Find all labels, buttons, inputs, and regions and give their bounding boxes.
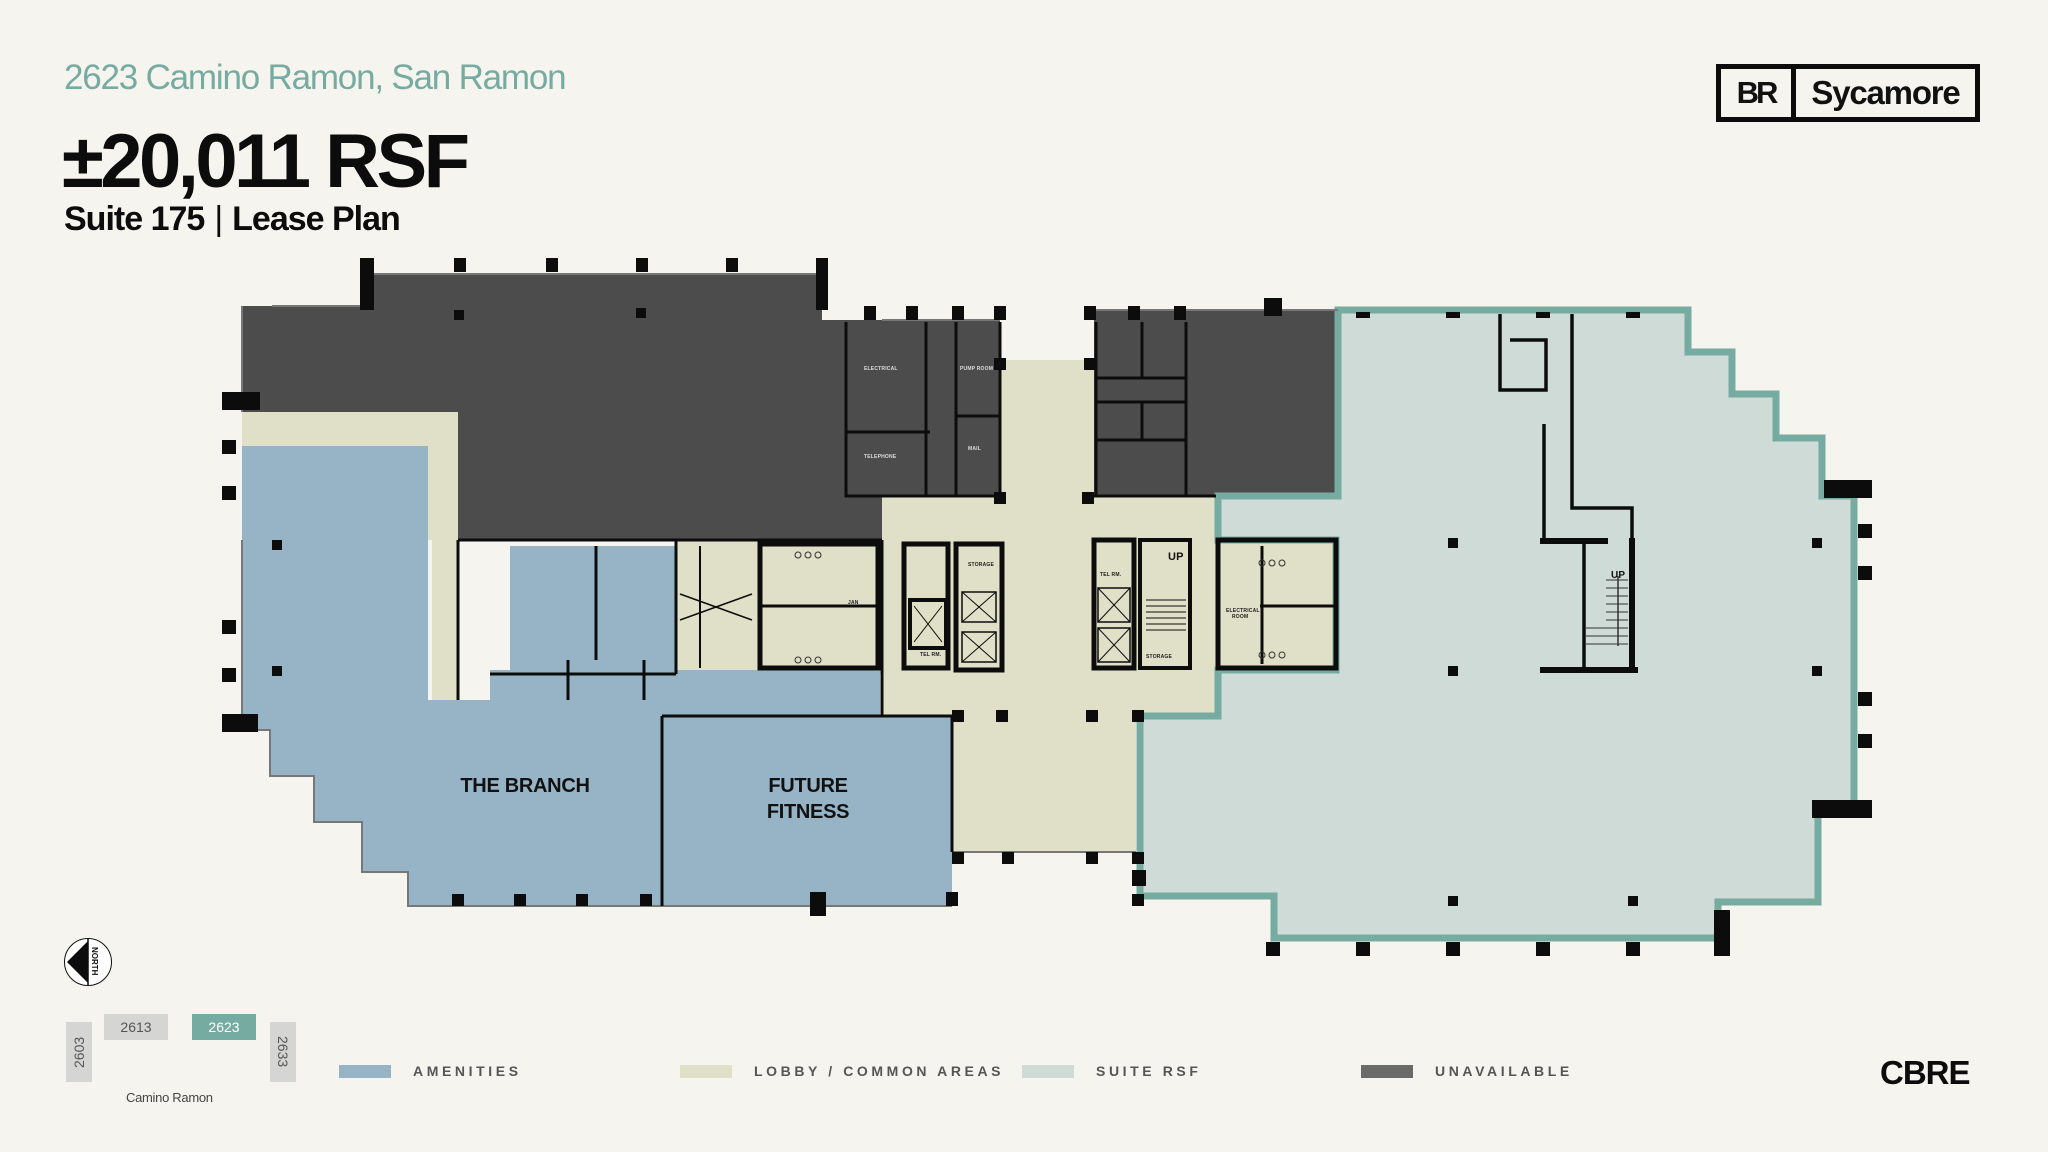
- north-arrow-icon: [67, 939, 89, 985]
- label-mail: MAIL: [968, 446, 982, 452]
- label-storage-west: STORAGE: [968, 562, 995, 568]
- east-core: [1091, 537, 1339, 671]
- lobby-north-entry: [1000, 360, 1094, 500]
- label-stair-up-suite: UP: [1611, 570, 1626, 581]
- label-electrical: ELECTRICAL: [864, 366, 898, 372]
- subtitle-separator: |: [214, 200, 223, 238]
- suite-internal-walls: [1498, 314, 1638, 673]
- label-stair-up-core: UP: [1168, 551, 1184, 563]
- legend-lobby-common: LOBBY / COMMON AREAS: [680, 1063, 1004, 1079]
- plan-type: Lease Plan: [232, 200, 401, 238]
- plan-subtitle: Suite 175|Lease Plan: [64, 200, 401, 239]
- east-stair-treads: [1586, 576, 1628, 646]
- legend-swatch-unavailable: [1361, 1064, 1413, 1078]
- key-building-2623: 2623: [192, 1014, 256, 1040]
- legend-label-unavailable: UNAVAILABLE: [1435, 1063, 1573, 1079]
- unavailable-area-west: [242, 274, 882, 540]
- north-label: NORTH: [90, 947, 99, 976]
- sycamore-logo: BR Sycamore: [1716, 64, 1980, 122]
- legend-swatch-amenities: [339, 1064, 391, 1078]
- amenities-central: [510, 546, 676, 676]
- amenities-the-branch: [242, 446, 676, 906]
- room-label-the-branch: THE BRANCH: [460, 775, 590, 797]
- legend-label-amenities: AMENITIES: [413, 1063, 522, 1079]
- legend-label-suite: SUITE RSF: [1096, 1063, 1202, 1079]
- cbre-logo: CBRE: [1880, 1054, 1971, 1091]
- sycamore-wordmark: Sycamore: [1811, 74, 1960, 111]
- key-building-2613: 2613: [104, 1014, 168, 1040]
- label-telephone: TELEPHONE: [864, 454, 897, 460]
- amenities-connector: [490, 670, 880, 718]
- restroom-fixtures: [794, 551, 1286, 664]
- rentable-square-feet: ±20,011 RSF: [62, 119, 470, 204]
- structural-columns: [222, 258, 1872, 956]
- key-building-2603: 2603: [66, 1022, 92, 1082]
- legend-suite-rsf: SUITE RSF: [1022, 1063, 1202, 1079]
- legend-unavailable: UNAVAILABLE: [1361, 1063, 1573, 1079]
- br-mark: BR: [1721, 69, 1796, 117]
- amenities-future-fitness: [662, 716, 952, 906]
- room-label-future-fitness: FUTURE FITNESS: [738, 773, 878, 825]
- lobby-common-area: [882, 362, 1216, 852]
- north-arrow: NORTH: [64, 938, 112, 986]
- future-fitness-line1: FUTURE: [768, 775, 848, 797]
- street-name: Camino Ramon: [126, 1090, 213, 1105]
- property-address: 2623 Camino Ramon, San Ramon: [64, 58, 567, 97]
- legend-swatch-suite: [1022, 1064, 1074, 1078]
- key-building-2633: 2633: [270, 1022, 296, 1082]
- label-tel-rm-east: TEL RM.: [1100, 572, 1122, 578]
- suite-number: Suite 175: [64, 200, 205, 238]
- label-jan: JAN: [848, 600, 859, 606]
- unavailable-service-rooms: [843, 320, 1000, 496]
- label-storage-east: STORAGE: [1146, 654, 1173, 660]
- label-electrical-room-2: ROOM: [1232, 614, 1249, 620]
- west-core: [679, 541, 1005, 673]
- unavailable-area-east: [1094, 310, 1338, 496]
- label-electrical-room-1: ELECTRICAL: [1226, 608, 1260, 614]
- legend-swatch-lobby: [680, 1064, 732, 1078]
- legend-amenities: AMENITIES: [339, 1063, 522, 1079]
- future-fitness-line2: FITNESS: [766, 801, 850, 823]
- legend-label-lobby: LOBBY / COMMON AREAS: [754, 1063, 1005, 1079]
- label-pump-room: PUMP ROOM: [960, 366, 994, 372]
- label-tel-rm-west: TEL RM.: [920, 652, 942, 658]
- interior-walls: [456, 322, 1216, 906]
